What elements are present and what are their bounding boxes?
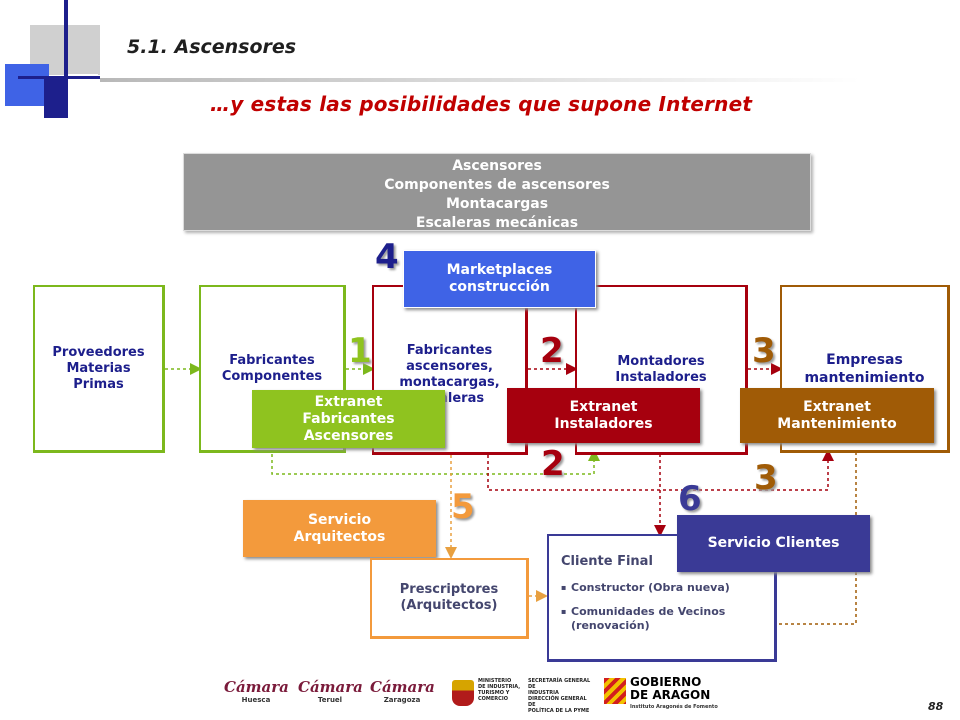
step-number-2-lower: 2 (541, 444, 565, 484)
extranet-mantenimiento-box: Extranet Mantenimiento (740, 388, 934, 443)
gobierno-aragon-logo: GOBIERNO DE ARAGON Instituto Aragonés de… (604, 676, 718, 714)
step-number-4: 4 (375, 237, 399, 277)
page-headline: …y estas las posibilidades que supone In… (210, 92, 753, 116)
ministerio-shield-icon (452, 680, 474, 706)
corner-square-lightblue (5, 64, 49, 106)
section-title: 5.1. Ascensores (127, 36, 297, 58)
list-item: Constructor (Obra nueva) (561, 581, 764, 595)
corner-vline (64, 0, 68, 112)
arrow-green-loop (271, 448, 600, 475)
product-line: Componentes de ascensores (384, 177, 610, 193)
title-rule (100, 78, 860, 82)
arrow-red-loop (487, 449, 834, 491)
step-number-5: 5 (451, 487, 475, 527)
step-number-6: 6 (678, 479, 702, 519)
servicio-clientes-box: Servicio Clientes (677, 515, 870, 572)
cliente-list: Constructor (Obra nueva) Comunidades de … (561, 581, 764, 633)
stage-proveedores: Proveedores Materias Primas (33, 285, 165, 453)
step-number-3-lower: 3 (754, 458, 778, 498)
page-number: 88 (928, 700, 944, 713)
cliente-final-box: Cliente Final Constructor (Obra nueva) C… (547, 534, 777, 662)
stage-fabricantes-ascensores: Fabricantes ascensores, montacargas, esc… (372, 285, 528, 455)
camara-teruel-logo: Cámara Teruel (298, 678, 363, 704)
extranet-instaladores-box: Extranet Instaladores (507, 388, 700, 443)
product-line: Montacargas (445, 196, 549, 212)
step-number-1: 1 (348, 331, 372, 371)
marketplaces-box: Marketplaces construcción (403, 250, 596, 308)
product-line: Escaleras mecánicas (415, 215, 579, 231)
step-number-3: 3 (752, 331, 776, 371)
servicio-arquitectos-box: Servicio Arquitectos (243, 500, 436, 557)
corner-hline (18, 76, 100, 79)
aragon-flag-icon (604, 678, 626, 704)
arrow-mant-cliente (749, 452, 857, 630)
camara-huesca-logo: Cámara Huesca (224, 678, 289, 704)
ministerio-logo: MINISTERIO DE INDUSTRIA, TURISMO Y COMER… (452, 676, 592, 714)
camara-zaragoza-logo: Cámara Zaragoza (370, 678, 435, 704)
step-number-2: 2 (540, 331, 564, 371)
products-box: Ascensores Componentes de ascensores Mon… (183, 153, 811, 231)
cliente-final-title: Cliente Final (561, 554, 653, 569)
corner-square-white (68, 74, 98, 118)
extranet-fabricantes-box: Extranet Fabricantes Ascensores (252, 390, 445, 448)
list-item: Comunidades de Vecinos (renovación) (561, 605, 764, 633)
product-line: Ascensores (452, 158, 542, 174)
stage-prescriptores: Prescriptores (Arquitectos) (370, 558, 529, 639)
